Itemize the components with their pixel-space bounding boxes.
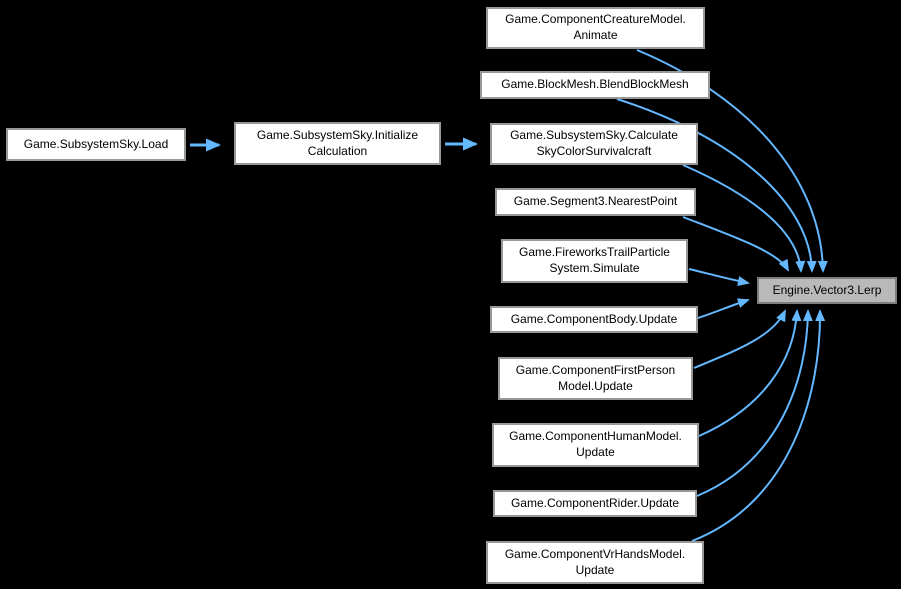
edge-creature-to-lerp xyxy=(636,49,828,273)
edge-blend-to-lerp xyxy=(616,98,817,273)
node-componentbody-update[interactable]: Game.ComponentBody.Update xyxy=(490,306,698,333)
node-subsystemsky-calculateskycolorsurvivalcraft[interactable]: Game.SubsystemSky.Calculate SkyColorSurv… xyxy=(490,123,698,165)
node-subsystemsky-load[interactable]: Game.SubsystemSky.Load xyxy=(6,128,186,161)
edge-rider-to-lerp xyxy=(696,309,813,497)
node-componentrider-update[interactable]: Game.ComponentRider.Update xyxy=(493,490,697,517)
node-componenthumanmodel-update[interactable]: Game.ComponentHumanModel. Update xyxy=(492,423,699,467)
node-componentvrhandsmodel-update[interactable]: Game.ComponentVrHandsModel. Update xyxy=(486,541,704,584)
edge-human-to-lerp xyxy=(698,309,802,437)
node-subsystemsky-initializecalculation[interactable]: Game.SubsystemSky.Initialize Calculation xyxy=(234,122,441,165)
edge-calcsky-to-lerp xyxy=(682,164,806,273)
edge-nearest-to-lerp xyxy=(682,216,789,272)
edge-vrhands-to-lerp xyxy=(691,309,826,542)
node-segment3-nearestpoint[interactable]: Game.Segment3.NearestPoint xyxy=(495,188,696,216)
edge-body-to-lerp xyxy=(697,298,750,319)
node-componentcreaturemodel-animate[interactable]: Game.ComponentCreatureModel. Animate xyxy=(486,7,705,49)
edge-fireworks-to-lerp xyxy=(688,268,750,286)
node-fireworkstrailparticlesystem-simulate[interactable]: Game.FireworksTrailParticle System.Simul… xyxy=(501,239,688,283)
node-blockmesh-blendblockmesh[interactable]: Game.BlockMesh.BlendBlockMesh xyxy=(480,71,710,99)
node-engine-vector3-lerp: Engine.Vector3.Lerp xyxy=(757,277,897,304)
edge-firstperson-to-lerp xyxy=(693,309,786,369)
node-componentfirstpersonmodel-update[interactable]: Game.ComponentFirstPerson Model.Update xyxy=(498,357,693,400)
